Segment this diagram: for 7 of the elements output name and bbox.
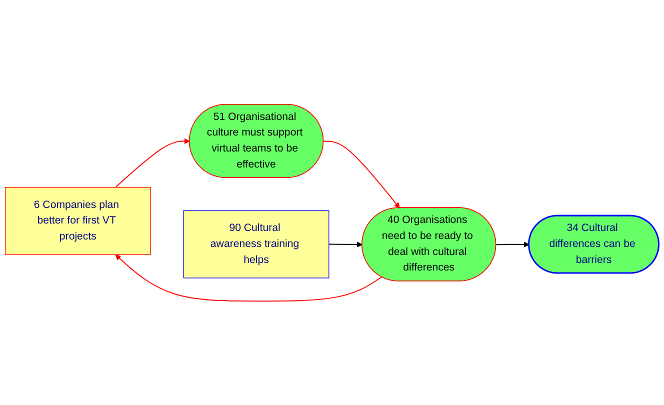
arrow xyxy=(114,138,190,188)
node-box: 90 Cultural awareness training helps xyxy=(183,210,330,278)
arrow xyxy=(496,241,530,248)
node-box: 6 Companies plan better for first VT projects xyxy=(4,186,151,255)
arrow xyxy=(323,140,400,208)
arrow xyxy=(115,254,382,302)
arrow xyxy=(328,241,363,248)
